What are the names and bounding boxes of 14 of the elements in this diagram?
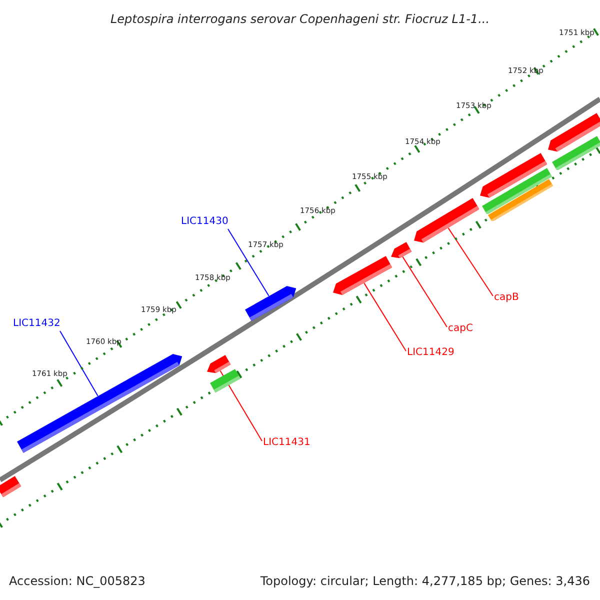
gene-label: LIC11429 bbox=[407, 347, 454, 359]
accession-text: Accession: NC_005823 bbox=[9, 574, 146, 588]
gene-label: LIC11431 bbox=[263, 437, 310, 449]
leader-line bbox=[220, 370, 262, 442]
leader-line bbox=[402, 256, 448, 328]
gene-label: capC bbox=[448, 323, 473, 335]
summary-text: Topology: circular; Length: 4,277,185 bp; Genes: 3,436 bbox=[260, 574, 590, 588]
gene-label: capB bbox=[494, 292, 519, 304]
leader-line bbox=[364, 282, 406, 352]
leader-line bbox=[228, 228, 270, 296]
gene-label: LIC11430 bbox=[181, 216, 228, 228]
leader-line bbox=[60, 330, 98, 396]
gene-label: LIC11432 bbox=[13, 318, 60, 330]
title: Leptospira interrogans serovar Copenhageni str. Fiocruz L1-1... bbox=[109, 12, 491, 26]
